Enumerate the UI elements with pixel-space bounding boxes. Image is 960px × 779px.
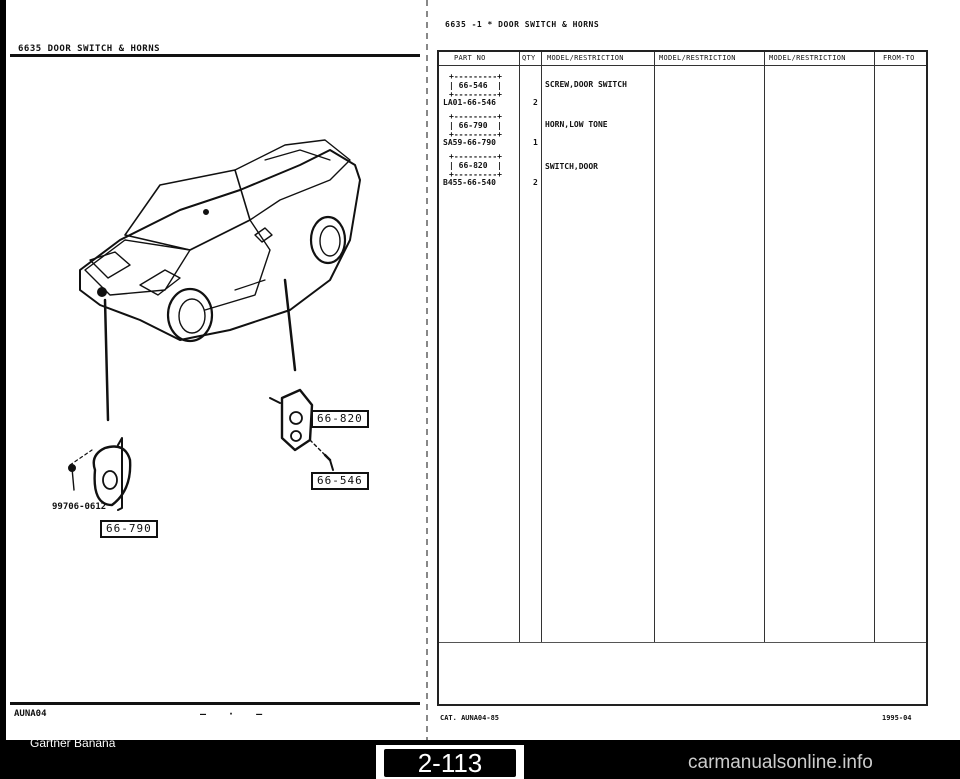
page-number-badge: 2-113: [376, 745, 524, 779]
col-divider: [519, 52, 520, 642]
col-divider: [764, 52, 765, 642]
table-row-ref: +---------+ | 66-820 | +---------+: [449, 152, 502, 179]
col-divider: [654, 52, 655, 642]
callout-screw: 66-546: [311, 472, 369, 490]
callout-door-switch: 66-820: [311, 410, 369, 428]
th-model-1: MODEL/RESTRICTION: [547, 54, 624, 62]
th-qty: QTY: [522, 54, 536, 62]
watermark-text: Gartner Banana: [30, 736, 116, 750]
col-divider: [541, 52, 542, 642]
th-model-2: MODEL/RESTRICTION: [659, 54, 736, 62]
table-row-description: HORN,LOW TONE: [545, 120, 608, 129]
callout-horn: 66-790: [100, 520, 158, 538]
table-row-ref: +---------+ | 66-546 | +---------+: [449, 72, 502, 99]
car-windshield: [124, 169, 251, 251]
th-model-3: MODEL/RESTRICTION: [769, 54, 846, 62]
table-row-ref: +---------+ | 66-790 | +---------+: [449, 112, 502, 139]
catalog-sheet: 6635 DOOR SWITCH & HORNS: [0, 0, 960, 740]
car-body: [79, 149, 361, 341]
callout-bolt-part: 99706-0612: [52, 502, 107, 512]
footer-rule: [10, 702, 420, 705]
table-row-part-no: B455-66-540: [443, 178, 496, 187]
right-page-header: 6635 -1 * DOOR SWITCH & HORNS: [445, 20, 600, 29]
car-parts-illustration: [68, 139, 361, 511]
right-footer-date: 1995-04: [882, 714, 912, 722]
site-watermark: carmanualsonline.info: [688, 752, 873, 773]
left-footer-marks: — · —: [200, 709, 271, 720]
table-row-part-no: LA01-66-546: [443, 98, 496, 107]
col-divider: [874, 52, 875, 642]
page-spine: [426, 0, 428, 740]
header-rule: [10, 54, 420, 57]
page-number: 2-113: [384, 749, 516, 777]
scan-edge: [0, 0, 6, 740]
table-row-description: SCREW,DOOR SWITCH: [545, 80, 627, 89]
table-header-rule: [439, 65, 926, 66]
rear-wheel: [309, 215, 347, 265]
left-footer-code: AUNA04: [14, 709, 47, 719]
horn-part: [68, 437, 132, 511]
right-footer-catalog: CAT. AUNA04-85: [440, 714, 500, 722]
table-row-qty: 1: [533, 138, 538, 147]
th-from-to: FROM-TO: [883, 54, 915, 62]
front-wheel: [166, 287, 214, 343]
table-bottom-rule: [439, 642, 926, 643]
left-page-header: 6635 DOOR SWITCH & HORNS: [18, 44, 161, 54]
table-row-part-no: SA59-66-790: [443, 138, 496, 147]
table-row-qty: 2: [533, 178, 538, 187]
th-part-no: PART NO: [454, 54, 486, 62]
table-row-qty: 2: [533, 98, 538, 107]
table-row-description: SWITCH,DOOR: [545, 162, 598, 171]
parts-table: PART NO QTY MODEL/RESTRICTION MODEL/REST…: [437, 50, 928, 706]
